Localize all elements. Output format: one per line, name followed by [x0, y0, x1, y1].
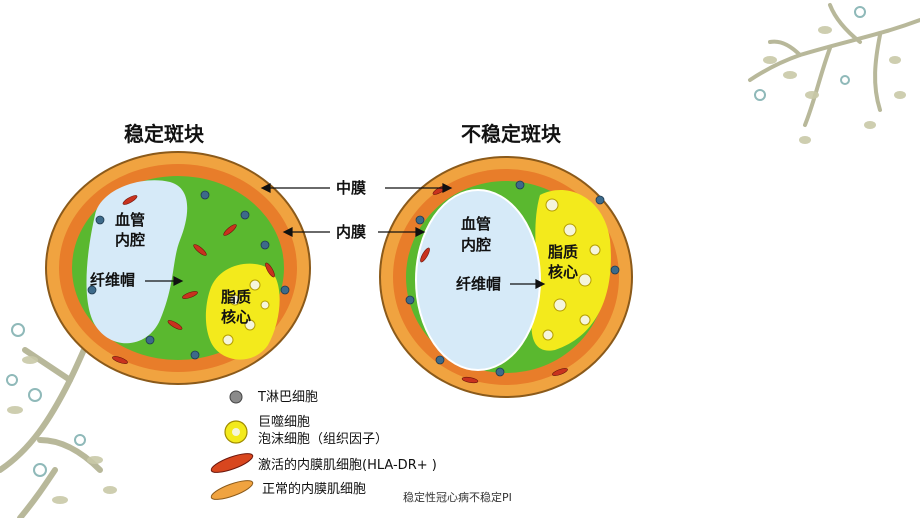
- stable-lumen-label-line2: 内腔: [115, 231, 146, 249]
- legend-activated-smc-icon: [210, 453, 254, 473]
- stable-lumen-label-line1: 血管: [115, 211, 146, 229]
- intima-label: 内膜: [336, 223, 367, 241]
- legend-macrophage-label-line2: 泡沫细胞（组织因子）: [258, 432, 389, 447]
- unstable-plaque-title: 不稳定斑块: [461, 122, 561, 146]
- stable-foam-cells: [222, 279, 270, 346]
- unstable-lumen-label-line1: 血管: [461, 215, 492, 233]
- stable-lipid-core-label-line1: 脂质: [221, 288, 252, 306]
- smooth-muscle-cells: [112, 185, 568, 384]
- stable-plaque: [45, 151, 311, 385]
- stable-plaque-title: 稳定斑块: [124, 122, 204, 146]
- legend-icons: [210, 390, 254, 500]
- legend-normal-smc-icon: [210, 480, 254, 500]
- media-label: 中膜: [336, 179, 367, 197]
- legend-macrophage-label-line1: 巨噬细胞: [258, 415, 311, 430]
- stable-fibrous-cap-label: 纤维帽: [90, 271, 136, 289]
- legend-t-cell-label: T淋巴细胞: [258, 390, 318, 405]
- unstable-lumen: [415, 189, 541, 371]
- legend-t-cell-icon: [229, 390, 243, 404]
- unstable-lumen-label-line2: 内腔: [461, 236, 492, 254]
- leaf-decoration-top-right: [763, 26, 906, 144]
- flower-decoration-bottom-left: [6, 323, 86, 477]
- unstable-fibrous-cap-label: 纤维帽: [456, 275, 502, 293]
- unstable-lipid-core-label-line1: 脂质: [548, 243, 579, 261]
- unstable-foam-cells: [542, 198, 601, 341]
- pointer-arrows: [145, 183, 546, 289]
- branch-decoration-top-right: [748, 3, 920, 127]
- stable-lipid-core: [205, 263, 280, 360]
- legend-normal-smc-label: 正常的内膜肌细胞: [262, 482, 367, 497]
- flower-decoration-top-right: [754, 6, 866, 101]
- legend-macrophage-icon: [224, 420, 248, 444]
- stable-lipid-core-label-line2: 核心: [221, 308, 252, 326]
- t-cells: [87, 180, 620, 377]
- stable-lumen: [86, 180, 188, 344]
- unstable-lipid-core: [531, 190, 611, 351]
- unstable-lipid-core-label-line2: 核心: [548, 263, 579, 281]
- footer-caption: 稳定性冠心病不稳定PI: [403, 491, 512, 504]
- legend-activated-smc-label: 激活的内膜肌细胞(HLA-DR+ ): [258, 458, 437, 473]
- unstable-plaque: [379, 156, 633, 398]
